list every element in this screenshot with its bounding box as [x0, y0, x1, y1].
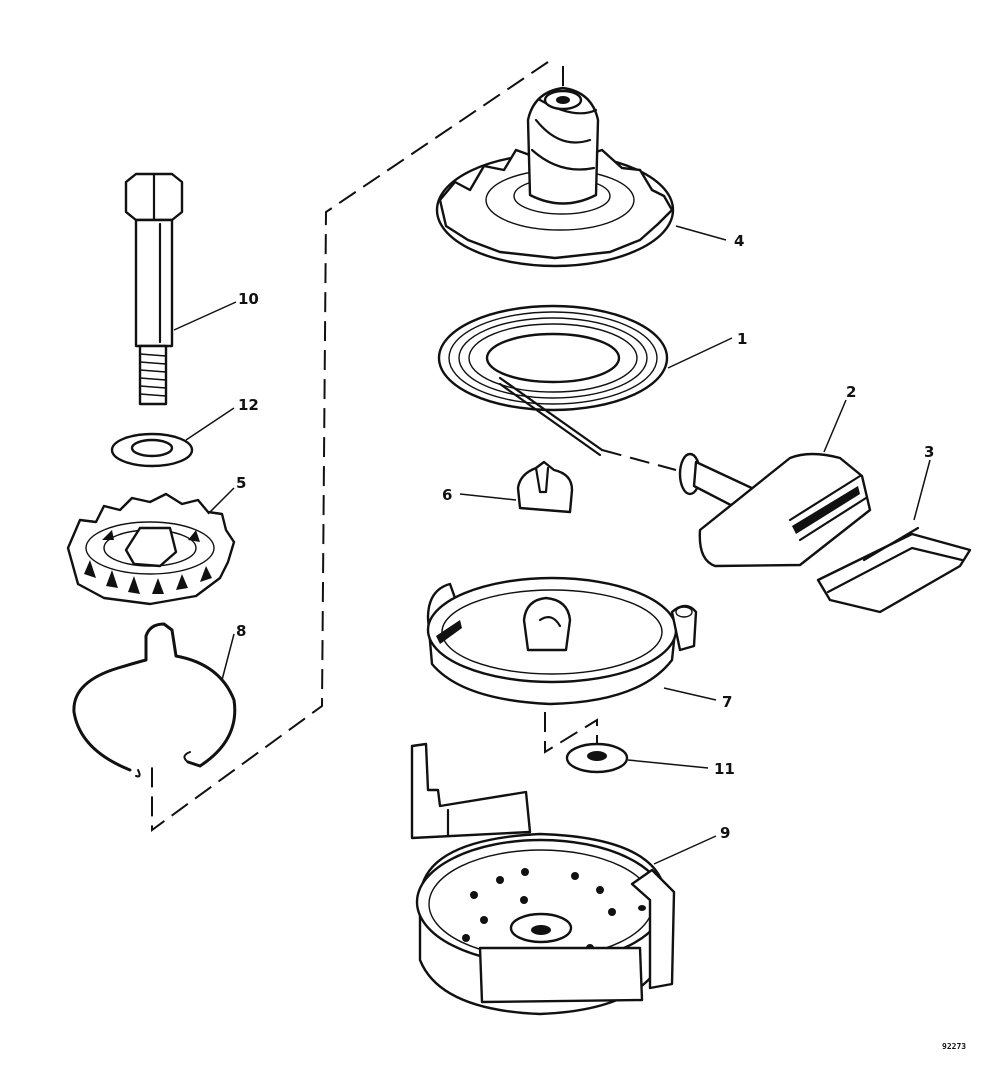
leader-4: [675, 225, 727, 241]
leader-8: [221, 633, 235, 681]
leader-10: [173, 301, 237, 331]
part-8-retainer-spring: [72, 622, 237, 778]
callout-2: 2: [846, 383, 856, 401]
callout-5: 5: [236, 474, 246, 492]
part-3-handle-insert: [816, 526, 972, 614]
part-7-spring-housing: [426, 576, 698, 706]
leader-1: [667, 337, 733, 369]
callout-10: 10: [238, 290, 259, 308]
part-1-rewind-spring: [437, 304, 669, 457]
rope-dashed: [601, 449, 677, 471]
leader-5: [207, 487, 235, 515]
part-5-ratchet-gear: [66, 492, 236, 606]
callout-9: 9: [720, 824, 730, 842]
part-10-bolt: [124, 172, 184, 406]
part-2-starter-handle: [678, 452, 872, 568]
callout-8: 8: [236, 622, 246, 640]
part-12-washer: [110, 432, 194, 468]
leader-3: [913, 459, 931, 521]
callout-1: 1: [737, 330, 747, 348]
leader-12: [185, 407, 235, 441]
part-6-spring-anchor: [516, 460, 574, 514]
callout-11: 11: [714, 760, 735, 778]
callout-6: 6: [442, 486, 452, 504]
leader-6: [459, 493, 517, 501]
axis-dashed-lower: [544, 712, 598, 754]
callout-12: 12: [238, 396, 259, 414]
leader-9: [653, 835, 717, 865]
assembly-dashed-path: [151, 61, 549, 832]
leader-7: [663, 687, 717, 701]
callout-7: 7: [722, 693, 732, 711]
callout-4: 4: [734, 232, 744, 250]
reference-number: 92273: [942, 1042, 966, 1051]
leader-11: [627, 759, 709, 769]
leader-2: [823, 399, 847, 453]
part-9-base-housing: [410, 742, 676, 1016]
part-4-starter-pulley: [435, 86, 675, 268]
callout-3: 3: [924, 443, 934, 461]
part-11-washer: [565, 742, 629, 774]
